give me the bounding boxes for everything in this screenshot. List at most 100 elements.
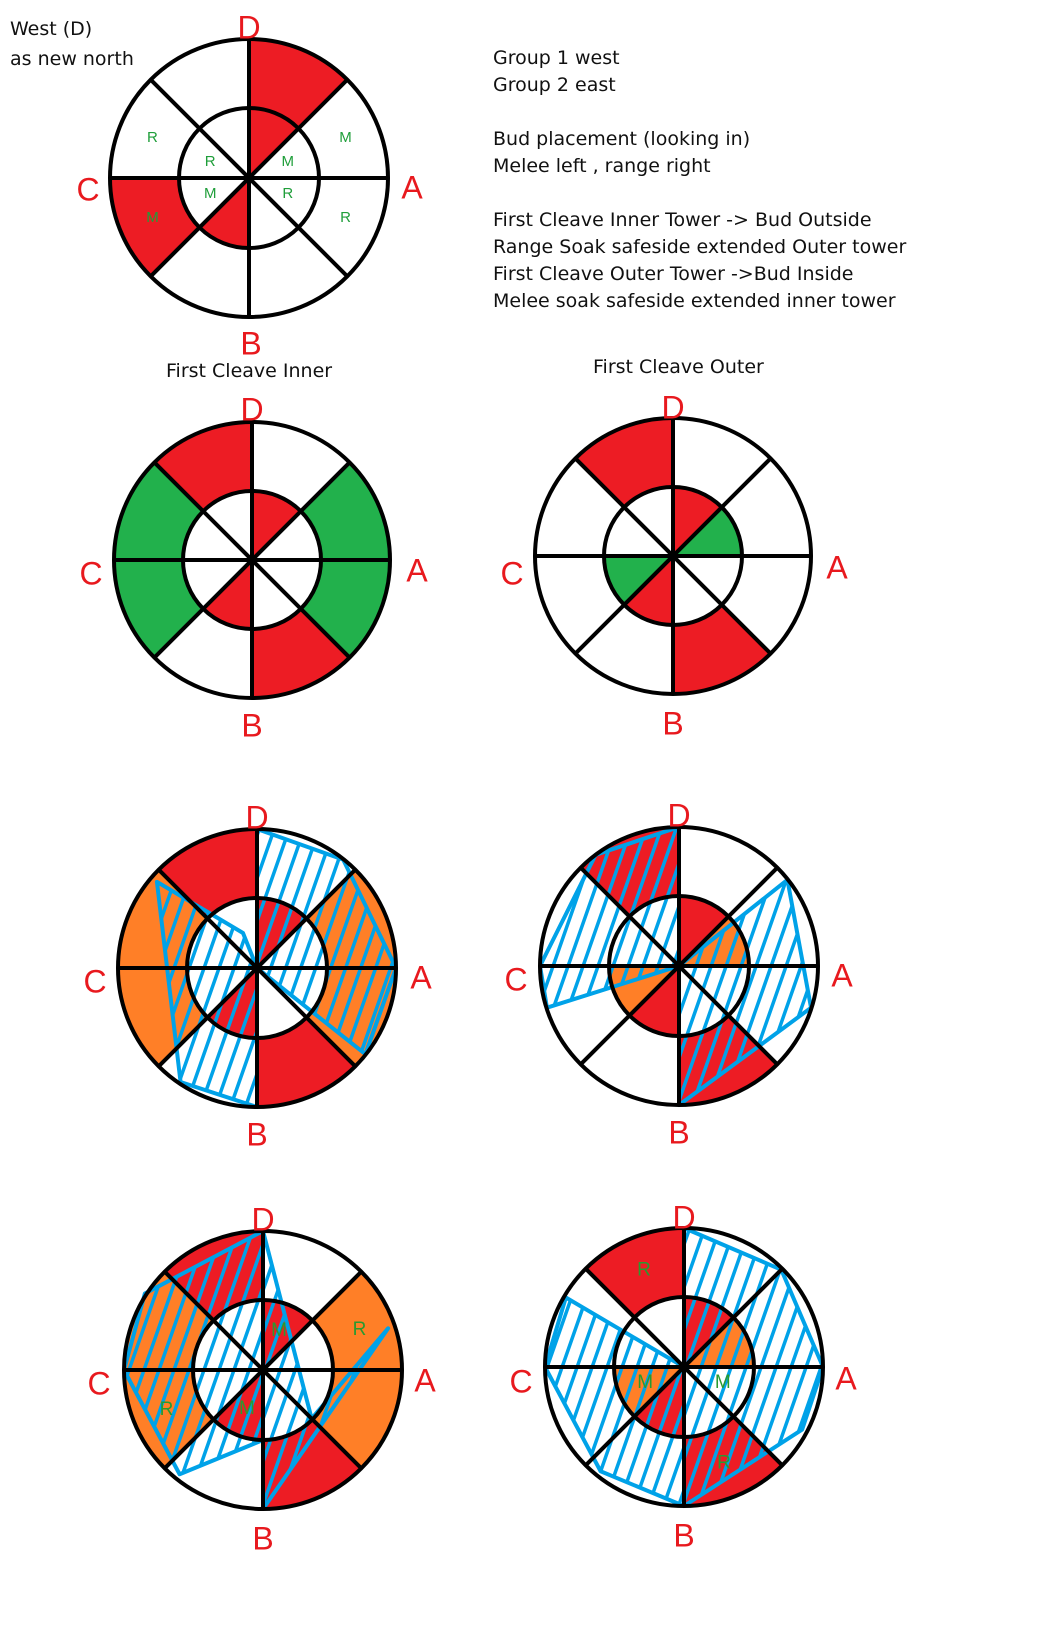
cardinal-label-D: D [672,1199,695,1235]
hatch-line [263,1231,289,1509]
hatch-line [0,1221,61,1484]
spoke-line [157,868,357,1068]
cardinal-label-B: B [240,325,261,361]
hatch-line [825,1288,905,1517]
inner-sector [673,487,722,556]
hatch-line [0,1221,16,1484]
inner-sector [249,128,319,178]
hatch-line [210,881,257,1107]
hatch-line [884,870,970,1115]
spoke-line [574,457,772,655]
inner-sector [609,966,679,1016]
inner-sector [249,178,319,228]
hatch-line [257,829,325,1055]
hatch-line [392,872,478,1117]
inner-sector [624,556,673,625]
caption-first-cleave-outer: First Cleave Outer [593,356,764,378]
role-marker-R: R [205,153,216,170]
spoke-line [163,1270,363,1470]
hatch-line [919,1218,1023,1516]
hatch-line [156,881,195,1107]
hatch-line [684,1228,725,1506]
hatch-line [2,872,88,1117]
hatch-line [869,870,955,1115]
hatch-line [449,1221,541,1484]
hatch-line [840,1288,920,1517]
hatch-line [257,829,280,1055]
cardinal-label-A: A [835,1360,857,1396]
hatch-line [904,1218,1008,1516]
cardinal-label-D: D [667,797,690,833]
hatch-line [684,1228,710,1506]
hatch-line [462,819,548,1064]
hatch-outline [543,1295,686,1508]
inner-sector [629,966,679,1036]
hatch-line [422,872,508,1117]
hatch-line [257,829,310,1055]
hatch-line [979,1218,1043,1516]
hatch-line [355,829,396,1055]
hatch-line [810,1288,890,1517]
role-marker-M: M [282,153,295,170]
spoke-line [584,1267,784,1467]
inner-sector [249,108,299,178]
note-line: Melee left , range right [493,155,711,177]
hatch-line [850,817,920,1018]
hatch-line [874,1218,978,1516]
hatch-line [0,1221,91,1484]
hatch-line [404,1221,496,1484]
cardinal-label-A: A [831,957,853,993]
inner-sector [257,968,307,1038]
note-line: First Cleave Inner Tower -> Bud Outside [493,209,872,231]
hatch-line [545,1297,577,1506]
hatch-line [959,870,1043,1115]
hatch-line [964,1218,1043,1516]
hatch-line [859,1218,963,1516]
hatch-line [156,881,180,1107]
hatch-line [949,1218,1043,1516]
inner-sector [679,896,729,966]
cardinal-label-A: A [401,169,423,205]
note-line: First Cleave Outer Tower ->Bud Inside [493,263,854,285]
inner-sector [203,560,252,629]
caption-first-cleave-inner: First Cleave Inner [166,360,333,382]
hatch-line [14,1221,106,1484]
hatch-line [563,827,637,1008]
inner-sector [634,1367,684,1437]
hatch-line [124,1231,138,1475]
hatch-line [643,1297,684,1506]
inner-sector [252,491,301,560]
cardinal-label-A: A [410,959,432,995]
role-marker-M: M [239,1398,255,1419]
hatch-line [393,1221,497,1519]
cardinal-label-C: C [79,555,102,591]
cardinal-label-D: D [245,799,268,835]
cardinal-label-B: B [241,707,262,743]
hatch-line [934,1218,1038,1516]
inner-sector [252,560,322,609]
inner-sector [179,178,249,228]
cardinal-label-C: C [500,555,523,591]
hatch-line [865,817,935,1018]
hatch-line [0,1221,31,1484]
hatch-line [1009,1218,1043,1516]
hatch-line [974,870,1043,1115]
role-marker-R: R [160,1399,174,1420]
hatch-line [434,1221,526,1484]
hatch-line [192,1231,263,1475]
hatch-line [844,1218,948,1516]
hatch-line [29,1221,121,1484]
role-marker-R: R [282,185,293,202]
hatch-line [435,1288,515,1517]
inner-sector [684,1367,754,1417]
inner-sector [673,556,722,625]
note-line: Range Soak safeside extended Outer tower [493,236,907,258]
hatch-line [899,870,985,1115]
hatch-line [432,819,518,1064]
cardinal-label-A: A [826,549,848,585]
hatch-line [207,1231,263,1475]
